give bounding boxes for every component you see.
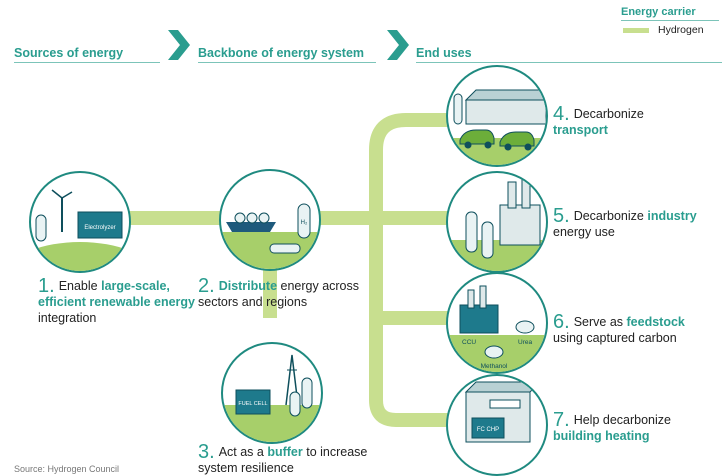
step-7-highlight: building heating xyxy=(553,429,650,443)
header-end-uses: End uses xyxy=(416,46,472,60)
pipe-trunk xyxy=(369,150,500,427)
header-end-uses-rule xyxy=(416,62,722,63)
step-4-label: 4.Decarbonize transport xyxy=(553,103,683,138)
step-2-number: 2. xyxy=(198,275,215,297)
legend-label-hydrogen: Hydrogen xyxy=(658,24,704,36)
step-6-highlight: feedstock xyxy=(626,315,685,329)
step-5-number: 5. xyxy=(553,205,570,227)
methanol-label: Methanol xyxy=(481,363,508,370)
electrolyzer-label: Electrolyzer xyxy=(84,225,115,231)
step-1-highlight: large-scale, efficient renewable energy xyxy=(38,279,196,309)
step-6-label: 6.Serve as feedstock using captured carb… xyxy=(553,311,718,346)
source-note: Source: Hydrogen Council xyxy=(14,464,120,474)
chevron-right-icon xyxy=(387,30,409,60)
fc-chp-label: FC CHP xyxy=(477,427,499,433)
legend-title: Energy carrier xyxy=(621,6,696,18)
step-3-post: to increase system resilience xyxy=(198,445,368,475)
step-5-post: energy use xyxy=(553,225,615,239)
step-2-post: energy across sectors and regions xyxy=(198,279,360,309)
step-3-highlight: buffer xyxy=(267,445,303,459)
h2-label: H₂ xyxy=(301,220,308,226)
step-6-pre: Serve as xyxy=(573,315,627,329)
step-7-number: 7. xyxy=(553,409,570,431)
step-3-number: 3. xyxy=(198,441,215,463)
urea-label: Urea xyxy=(518,339,532,346)
step-1-number: 1. xyxy=(38,275,55,297)
factory-icon xyxy=(446,171,548,273)
header-backbone: Backbone of energy system xyxy=(198,46,365,60)
step-5-pre: Decarbonize xyxy=(573,209,648,223)
header-sources-rule xyxy=(14,62,160,63)
header-sources: Sources of energy xyxy=(14,46,124,60)
building-icon: FC CHP xyxy=(446,374,548,476)
pipe-to-transport xyxy=(369,113,500,151)
step-3-pre: Act as a xyxy=(218,445,268,459)
fuel-cell-icon: FUEL CELL xyxy=(221,342,323,444)
step-5-highlight: industry xyxy=(647,209,697,223)
step-1-pre: Enable xyxy=(58,279,102,293)
step-4-highlight: transport xyxy=(553,123,608,137)
chevron-right-icon xyxy=(168,30,190,60)
step-6-post: using captured carbon xyxy=(553,331,677,345)
step-6-number: 6. xyxy=(553,311,570,333)
ship-icon: H₂ xyxy=(219,169,321,271)
step-1-post: integration xyxy=(38,311,97,325)
step-2-highlight: Distribute xyxy=(218,279,278,293)
electrolyzer-icon: Electrolyzer xyxy=(29,171,131,273)
step-5-label: 5.Decarbonize industry energy use xyxy=(553,205,703,240)
step-3-label: 3.Act as a buffer to increase system res… xyxy=(198,441,368,476)
step-4-number: 4. xyxy=(553,103,570,125)
legend-divider xyxy=(621,20,719,21)
ccu-label: CCU xyxy=(462,339,476,346)
step-7-pre: Help decarbonize xyxy=(573,413,671,427)
refinery-icon: CCU Urea Methanol xyxy=(446,272,548,374)
header-backbone-rule xyxy=(198,62,376,63)
step-1-label: 1.Enable large-scale, efficient renewabl… xyxy=(38,275,198,326)
step-4-pre: Decarbonize xyxy=(573,107,644,121)
legend-swatch-hydrogen xyxy=(623,28,649,33)
step-7-label: 7.Help decarbonize building heating xyxy=(553,409,693,444)
fuel-cell-label: FUEL CELL xyxy=(238,401,267,407)
car-icon xyxy=(446,65,548,167)
step-2-label: 2.Distribute energy across sectors and r… xyxy=(198,275,363,310)
